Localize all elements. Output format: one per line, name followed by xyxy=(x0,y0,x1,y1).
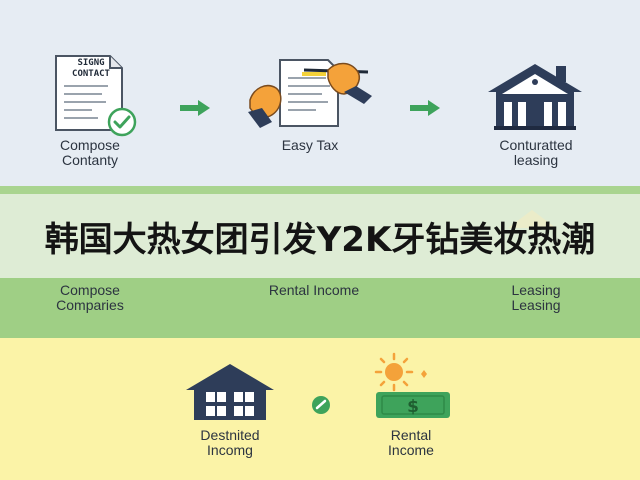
arrow-right-icon xyxy=(410,100,440,116)
top-item3-caption: Conturatted leasing xyxy=(474,138,598,168)
arrow-right-icon xyxy=(180,100,210,116)
checkmark-icon xyxy=(312,396,330,414)
top-item1-line2: Contanty xyxy=(61,152,119,168)
top-item2-caption: Easy Tax xyxy=(250,138,370,153)
mid-item1-line1: Compose xyxy=(60,282,120,298)
bottom-item1-line1: Destnited xyxy=(200,427,260,443)
mid-item3-caption: Leasing Leasing xyxy=(476,283,596,313)
title-banner: 韩国大热女团引发Y2K牙钻美妆热潮 xyxy=(0,194,640,278)
bottom-item1-caption: Destnited Incomg xyxy=(170,428,290,458)
overlay-title: 韩国大热女团引发Y2K牙钻美妆热潮 xyxy=(44,219,596,260)
hand-pen-icon xyxy=(248,59,372,128)
mid-item2-caption: Rental Income xyxy=(244,283,384,298)
top-item1-line1: Compose xyxy=(60,137,120,153)
contract-doc-text: SIGNG CONTACT xyxy=(72,58,110,79)
top-item3-line1: Conturatted xyxy=(499,137,573,153)
sun-icon xyxy=(374,352,427,392)
bottom-item2-line1: Rental xyxy=(390,427,432,443)
house-icon xyxy=(488,64,582,130)
mid-item3-line2: Leasing xyxy=(511,297,561,313)
mid-item2-line1: Rental Income xyxy=(268,282,360,298)
bottom-item2-line2: Income xyxy=(388,442,434,458)
top-item3-line2: leasing xyxy=(513,152,559,168)
house-icon xyxy=(186,364,274,420)
mid-item1-caption: Compose Comparies xyxy=(30,283,150,313)
contract-icon xyxy=(55,55,123,131)
mid-item1-line2: Comparies xyxy=(56,297,124,313)
top-item2-line1: Easy Tax xyxy=(281,137,339,153)
svg-text:$: $ xyxy=(407,397,419,417)
money-icon: $ xyxy=(376,392,450,418)
bottom-item2-caption: Rental Income xyxy=(356,428,466,458)
top-item1-caption: Compose Contanty xyxy=(30,138,150,168)
mid-item3-line1: Leasing xyxy=(511,282,561,298)
checkmark-icon xyxy=(107,107,137,137)
bottom-item1-line2: Incomg xyxy=(207,442,253,458)
